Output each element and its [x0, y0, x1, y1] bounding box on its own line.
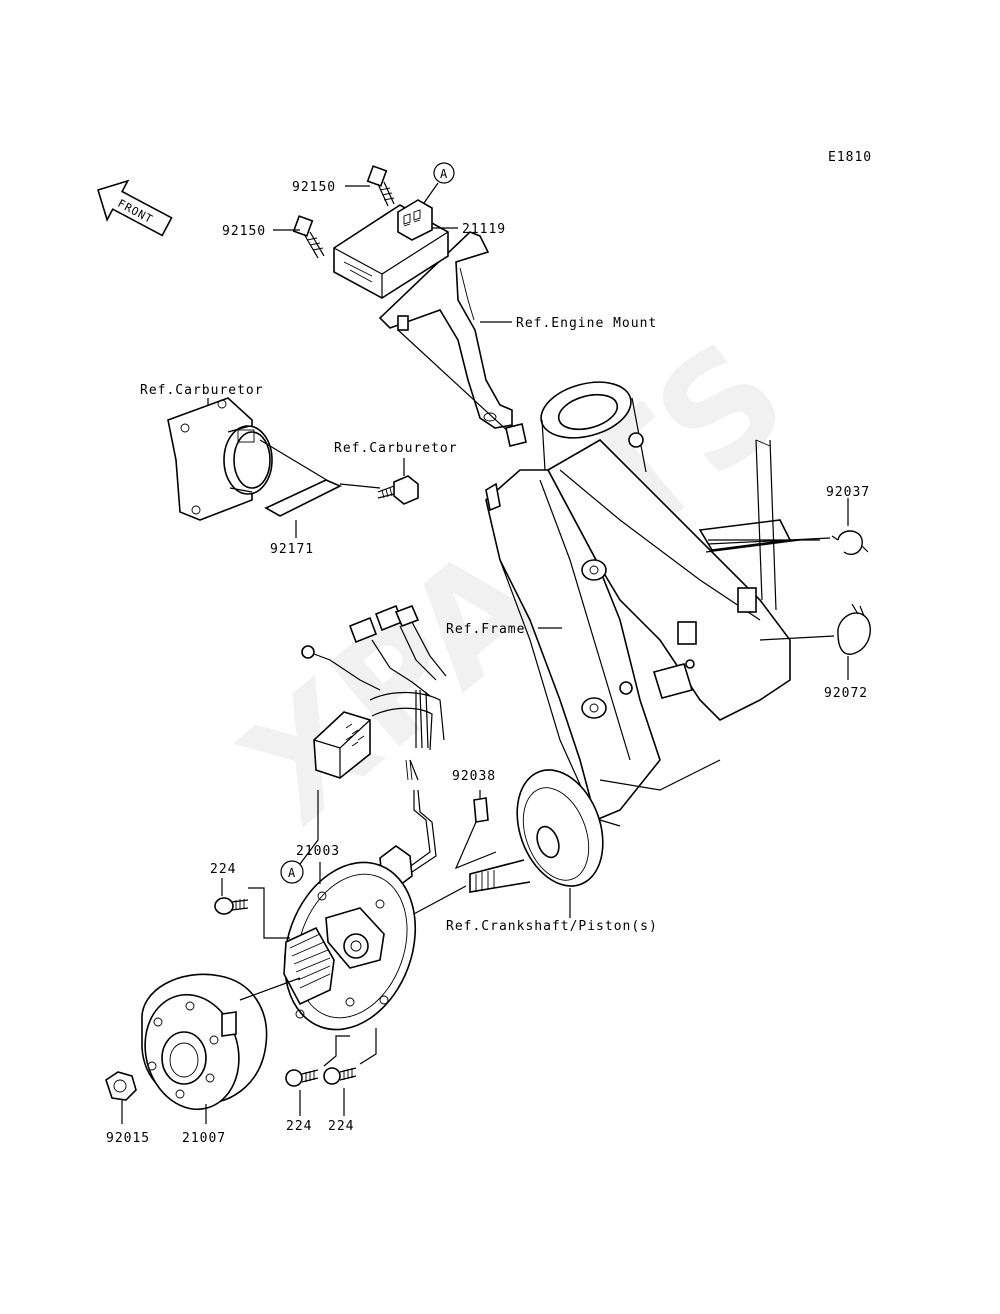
screw-224-bottom-2 [323, 1067, 357, 1116]
label-ref-carburetor-1: Ref.Carburetor [140, 383, 264, 398]
label-92037: 92037 [826, 485, 870, 500]
callout-a-top [433, 162, 455, 184]
label-ref-engine-mount: Ref.Engine Mount [516, 316, 657, 331]
front-arrow-icon: FRONT [97, 179, 173, 237]
callout-a-top-label: A [440, 167, 448, 181]
screw-224-bottom-1 [285, 1069, 319, 1116]
clamp-92037 [705, 498, 869, 556]
crankshaft [409, 769, 604, 918]
bolt-icon [366, 165, 395, 207]
screw-icon [377, 475, 419, 505]
callout-a-bottom-label: A [288, 866, 296, 880]
label-92171: 92171 [270, 542, 314, 557]
label-92072: 92072 [824, 686, 868, 701]
label-ref-crankshaft: Ref.Crankshaft/Piston(s) [446, 919, 658, 934]
label-92015: 92015 [106, 1131, 150, 1146]
woodruff-key [454, 790, 497, 870]
bolt-icon [292, 215, 325, 259]
cdi-unit: A [292, 162, 513, 436]
label-21007: 21007 [182, 1131, 226, 1146]
label-21119: 21119 [462, 222, 506, 237]
label-ref-frame: Ref.Frame [446, 622, 525, 637]
diagram-code: E1810 [828, 150, 872, 165]
label-92038: 92038 [452, 769, 496, 784]
label-224-bottom-1: 224 [286, 1119, 312, 1134]
label-224-bottom-2: 224 [328, 1119, 354, 1134]
label-21003: 21003 [296, 844, 340, 859]
rotor-21007 [141, 973, 301, 1124]
callout-a-bottom [280, 860, 304, 884]
screw-224-top [214, 878, 290, 939]
nut-92015 [105, 1071, 137, 1124]
label-224-top: 224 [210, 862, 236, 877]
carburetor-holder [167, 397, 419, 538]
label-92150-left: 92150 [222, 224, 266, 239]
frame [485, 381, 820, 827]
label-92150-top: 92150 [292, 180, 336, 195]
label-ref-carburetor-2: Ref.Carburetor [334, 441, 458, 456]
clamp-92072 [759, 603, 871, 680]
stator-21003 [283, 861, 417, 1031]
